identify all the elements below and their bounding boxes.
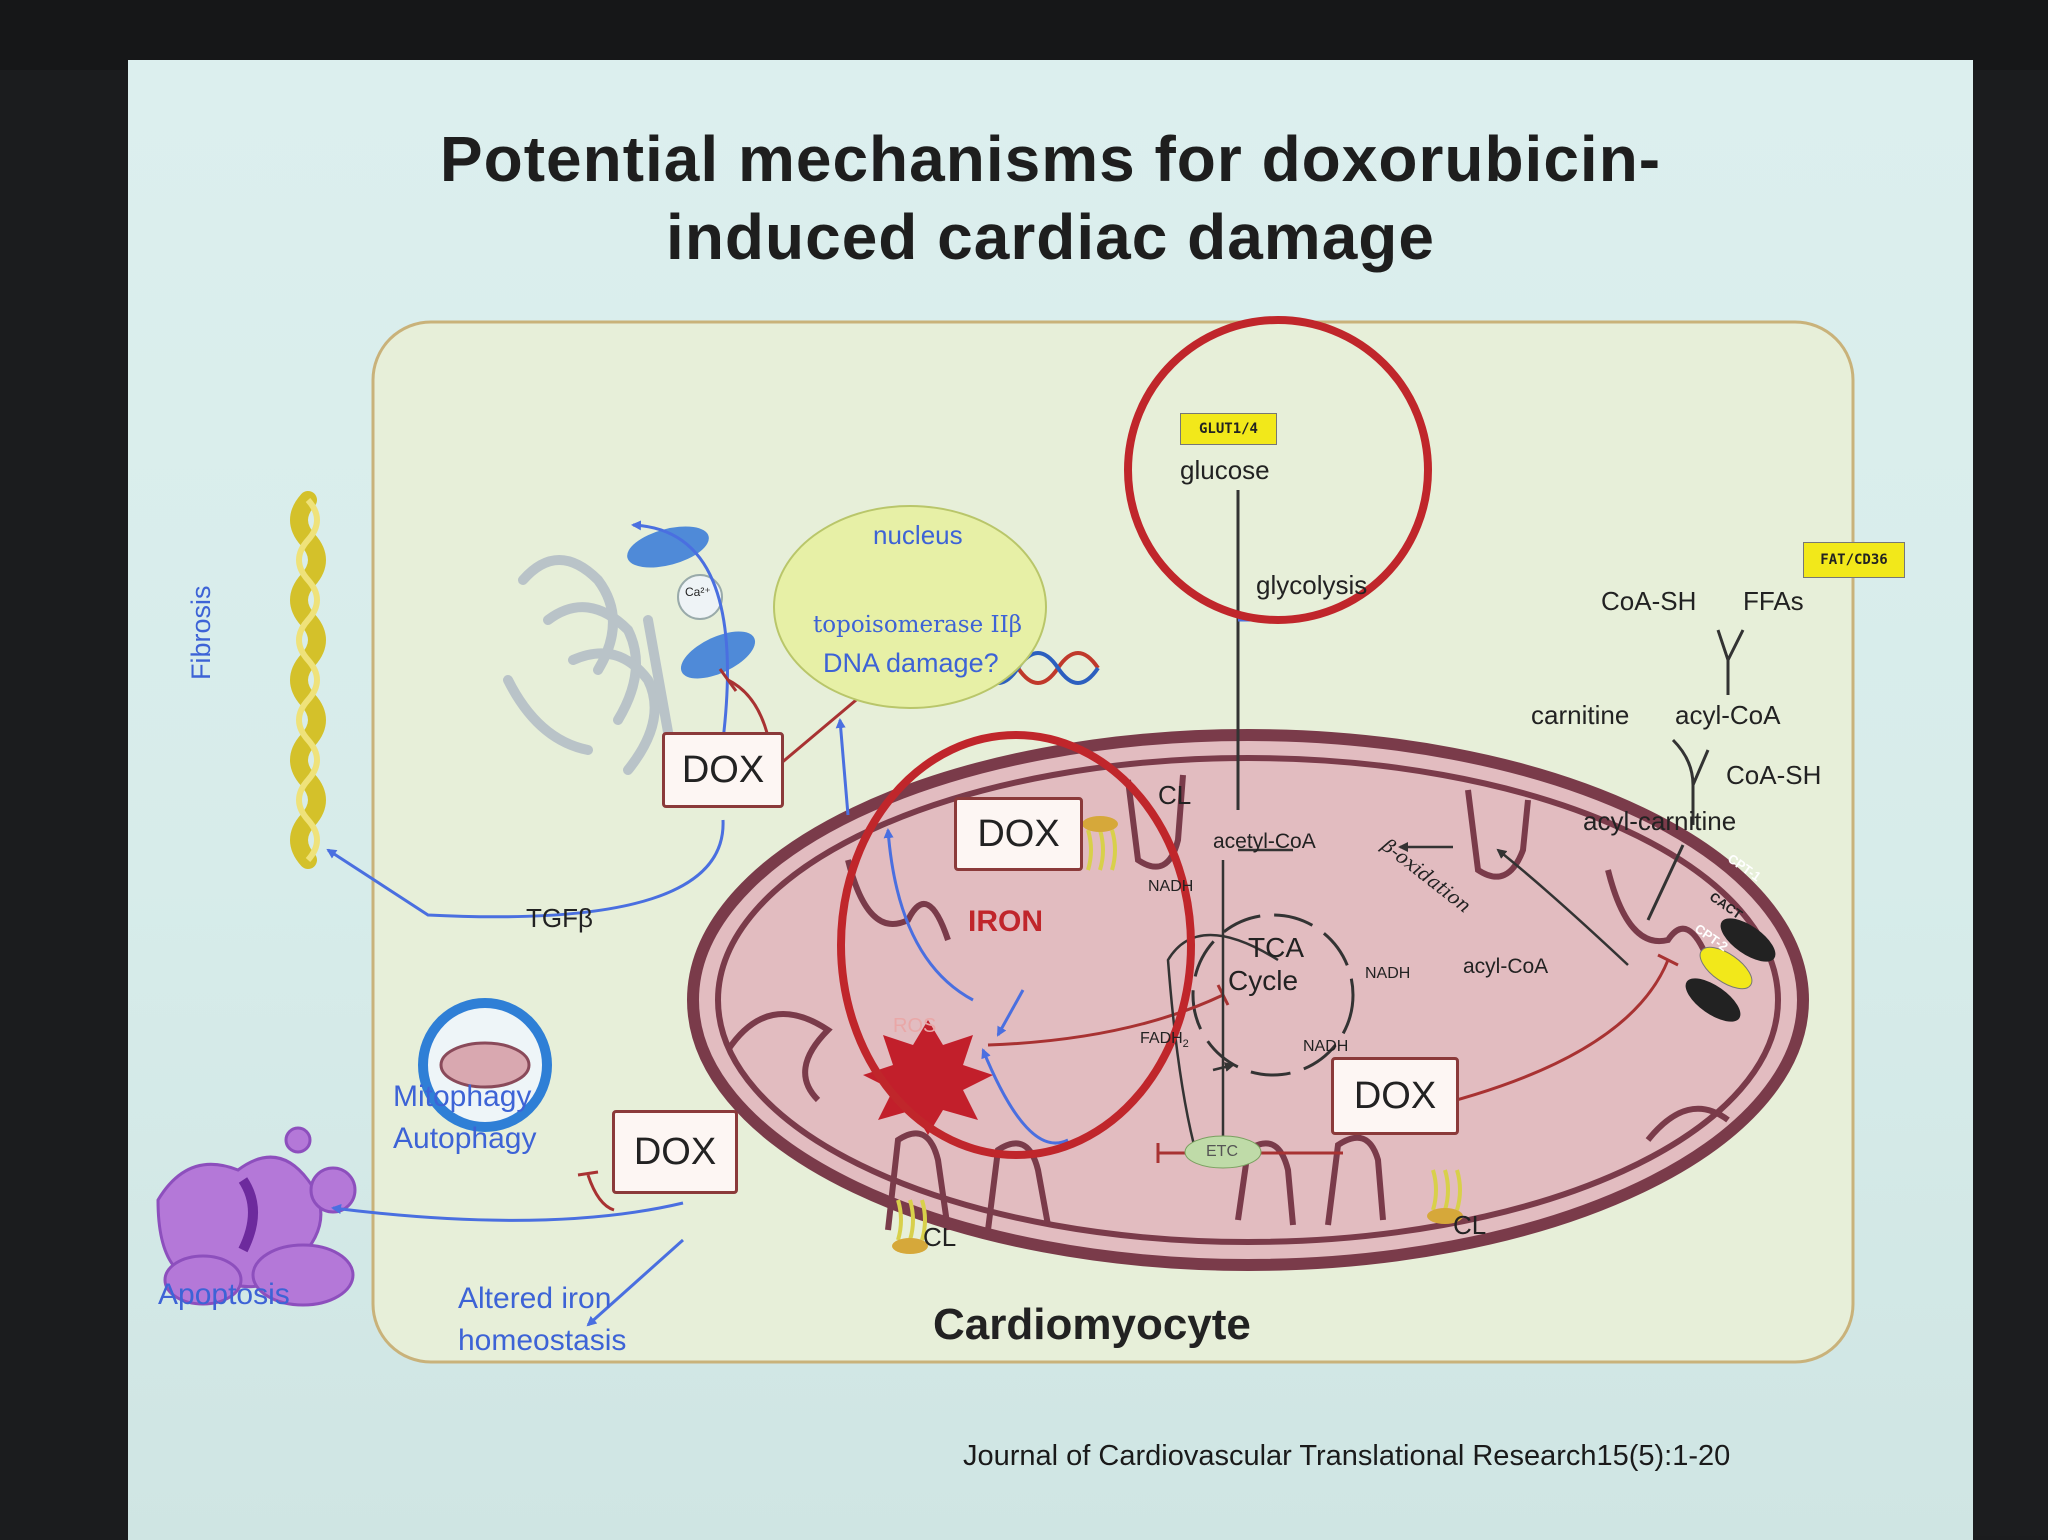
tca-label-line2: Cycle [1228,965,1299,996]
room-background-right [1968,110,2048,1536]
sarcoplasmic-reticulum-vesicle [627,526,709,568]
tca-label-line1: TCA [1248,932,1304,963]
fadh2-label: FADH2 [1140,1030,1189,1050]
coa-sh-label: CoA-SH [1601,586,1697,616]
coa-sh-label-2: CoA-SH [1726,760,1822,790]
fadh2-label-text: FADH [1140,1030,1183,1047]
nucleus-label: nucleus [873,520,963,550]
collagen-fiber [290,491,326,869]
topoisomerase-label: topoisomerase IIβ [813,612,1022,638]
ros-label: ROS [893,1015,937,1037]
carnitine-shuttle [1685,918,1776,1022]
acyl-coa-label: acyl-CoA [1675,700,1781,730]
glut-transporter-tag: GLUT1/4 [1180,413,1277,445]
mitophagy-icon [418,998,552,1132]
etc-label: ETC [1206,1143,1238,1160]
dox-box-autophagy: DOX [612,1110,738,1194]
nadh-label-top: NADH [1148,878,1194,895]
fat-cd36-transporter-tag: FAT/CD36 [1803,542,1905,578]
metabolic-arrows [1166,842,1629,1162]
altered-iron-label-line2: homeostasis [458,1324,627,1357]
fadh2-subscript: 2 [1182,1038,1189,1051]
calcium-label: Ca²⁺ [685,585,711,599]
carnitine-label: carnitine [1531,700,1630,730]
apoptotic-cell-icon [156,1126,357,1307]
altered-iron-label-line1: Altered iron [458,1282,612,1315]
etc-complex [1184,1135,1262,1169]
cardiolipin-label-right: CL [1453,1210,1487,1240]
nadh-label-right: NADH [1365,965,1411,982]
glycolysis-label: glycolysis [1256,570,1368,600]
glucose-label: glucose [1180,455,1270,485]
mitophagy-label: Mitophagy [393,1080,532,1113]
cardiolipin-label-top: CL [1158,780,1192,810]
collagen-fiber-strand [296,497,320,863]
dna-damage-label: DNA damage? [823,648,999,678]
room-background-top [0,0,2048,70]
presentation-slide: Potential mechanisms for doxorubicin- in… [128,60,1973,1540]
fatty-acid-pathway-lines [1646,629,1745,921]
sarcoplasmic-reticulum-vesicle [680,631,756,679]
nucleus [773,505,1047,709]
tgfb-label: TGFβ [526,903,593,933]
cardiolipin-molecules [892,816,1463,1254]
highlight-circle-ros [837,731,1195,1159]
dox-box-etc: DOX [1331,1057,1459,1135]
ffas-label: FFAs [1743,586,1804,616]
acyl-coa-inner-label: acyl-CoA [1463,955,1549,978]
dox-box-er: DOX [662,732,784,808]
cardiomyocyte-label: Cardiomyocyte [933,1300,1251,1349]
fibrosis-label: Fibrosis [186,585,216,680]
calcium-ion [677,574,723,620]
highlight-circle-glucose [1124,316,1432,624]
iron-label: IRON [968,905,1043,938]
dox-box-ros: DOX [954,797,1083,871]
tca-cycle-ring [1191,913,1355,1077]
cardiolipin-label-left: CL [923,1222,957,1252]
slide-title-line1: Potential mechanisms for doxorubicin- [439,123,1662,195]
stimulatory-arrows [326,520,1258,1327]
citation: Journal of Cardiovascular Translational … [963,1440,1731,1472]
slide-title-line2: induced cardiac damage [666,201,1435,273]
ros-burst [863,1020,993,1135]
nadh-label-bottom: NADH [1303,1038,1349,1055]
autophagy-label: Autophagy [393,1122,537,1155]
acyl-carnitine-label: acyl-carnitine [1583,806,1737,836]
acetyl-coa-label: acetyl-CoA [1213,830,1316,853]
apoptosis-label: Apoptosis [158,1278,290,1311]
